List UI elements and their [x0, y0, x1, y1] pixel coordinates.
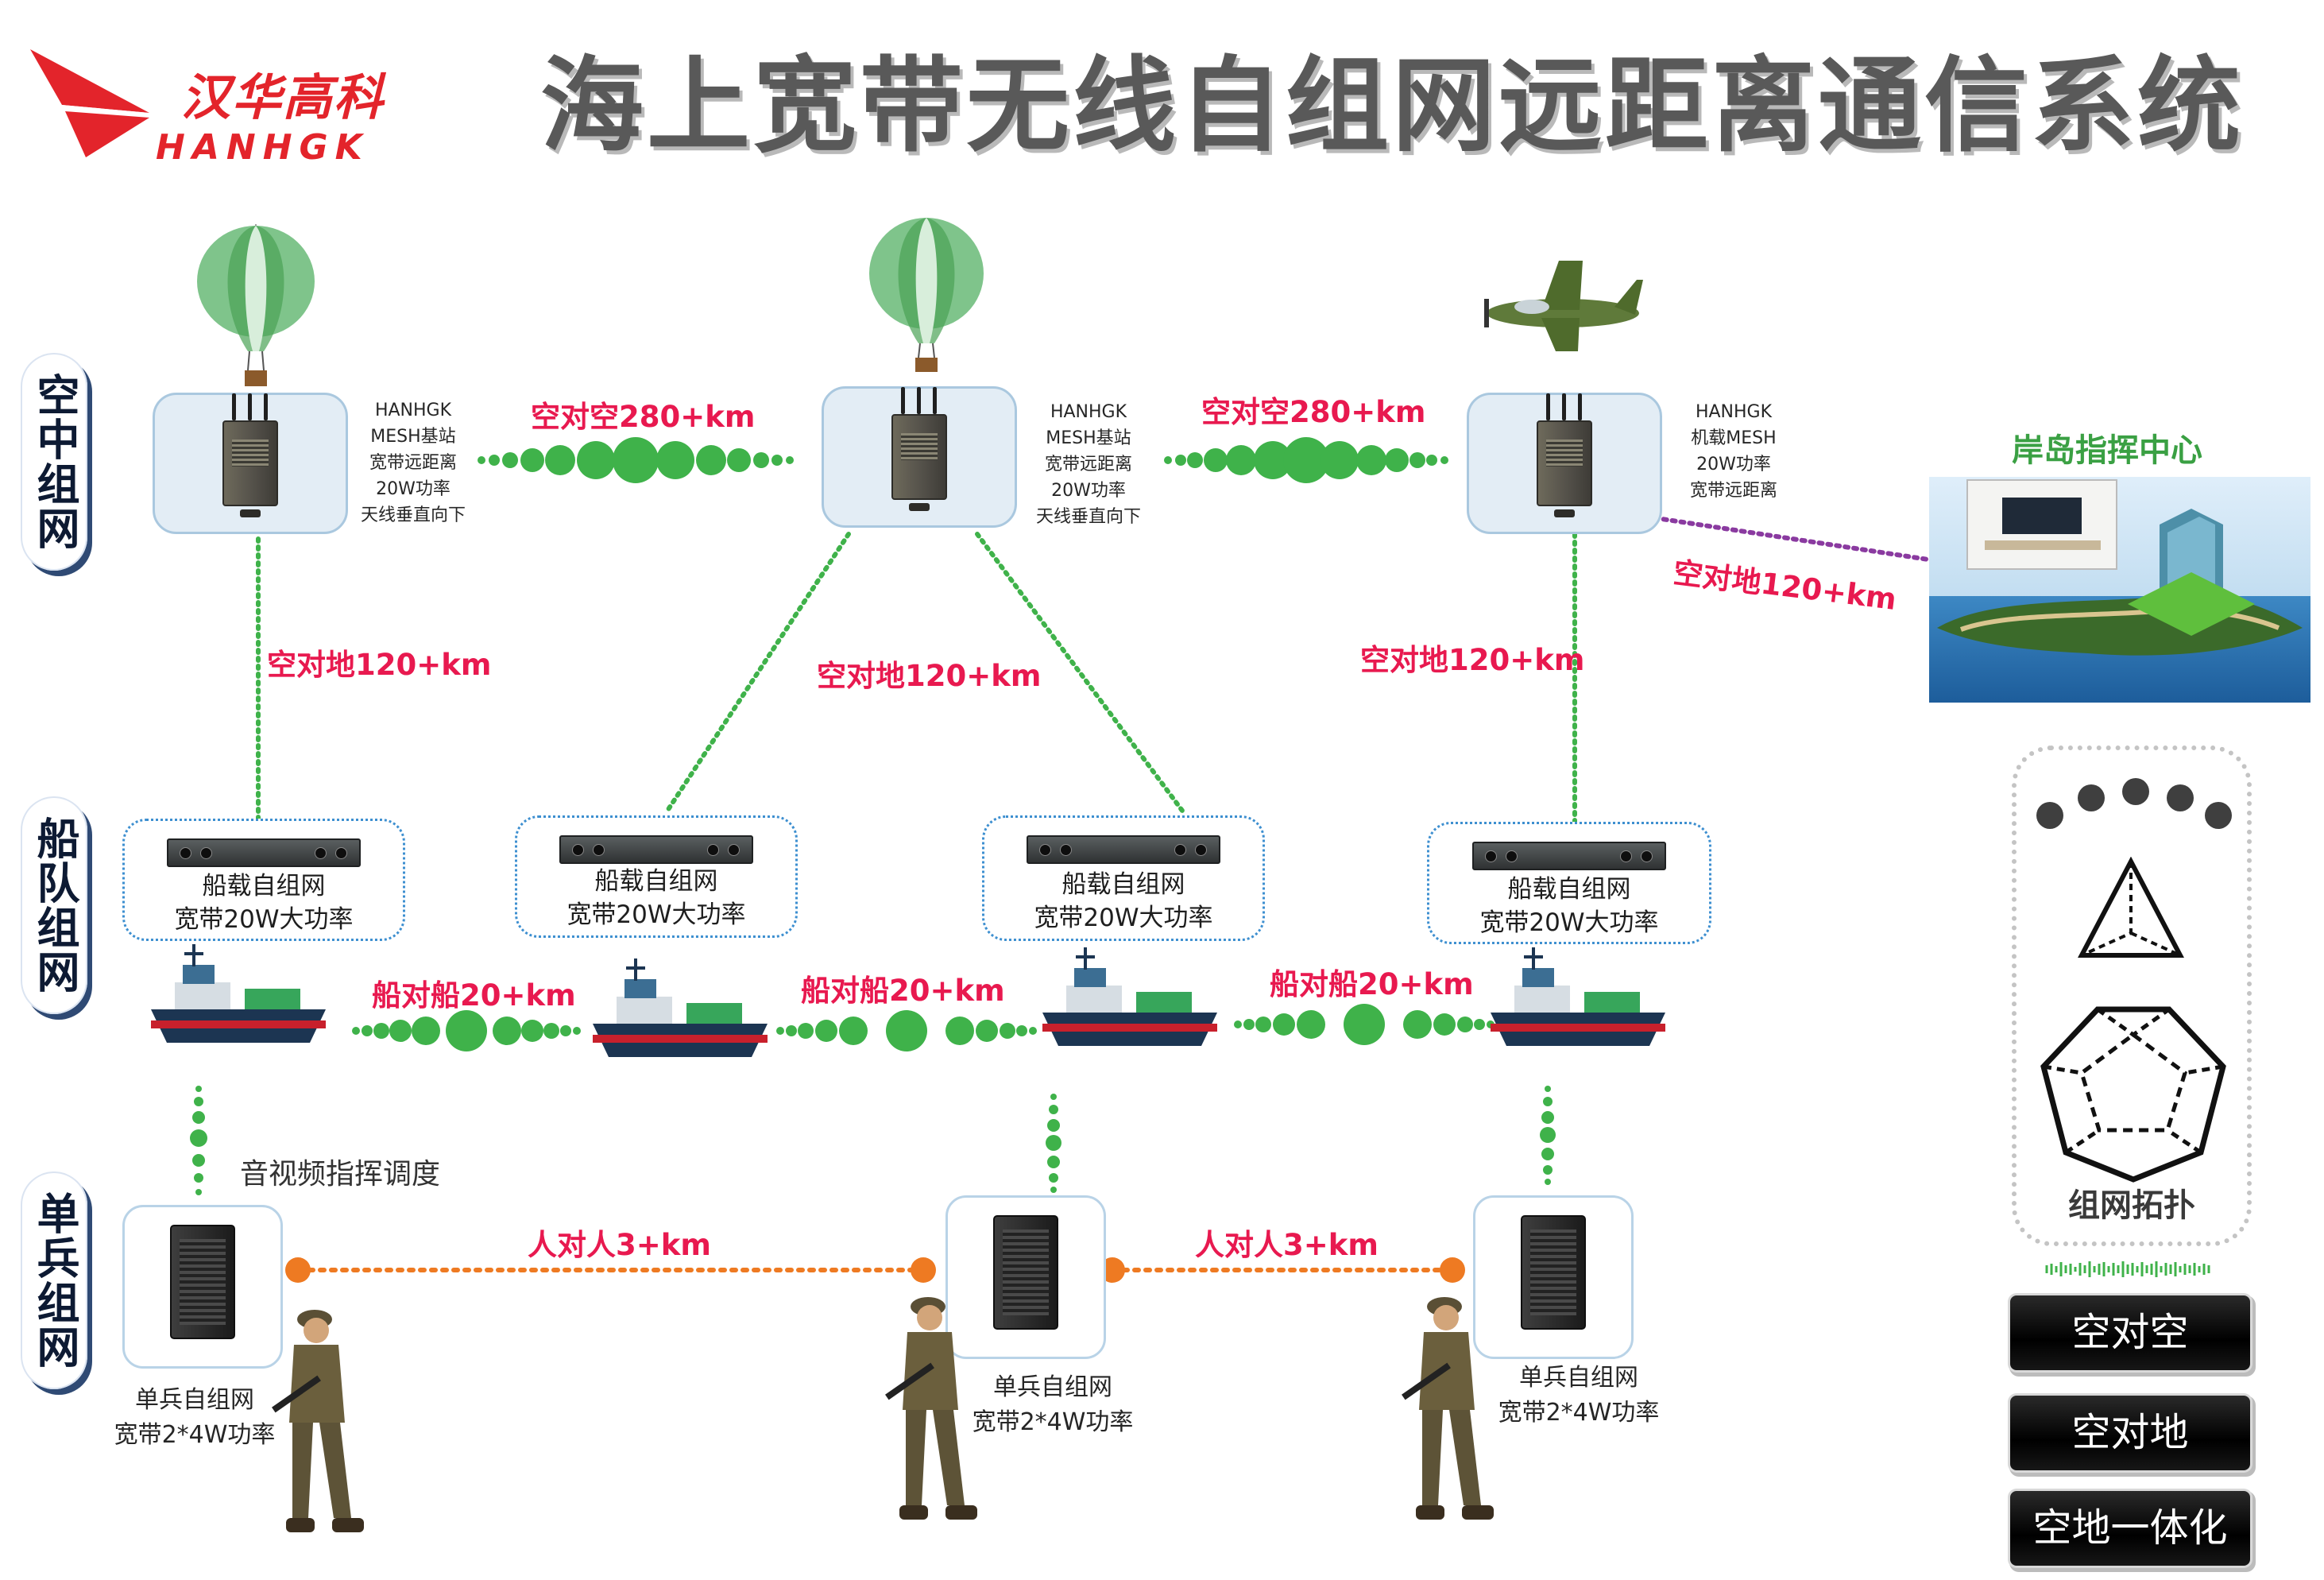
link-label-person-to-person-1: 人对人3+km [528, 1228, 711, 1262]
link-label-air-to-ground-2: 空对地120+km [817, 659, 1042, 693]
soldier-node-2-label: 单兵自组网宽带2*4W功率 [972, 1373, 1134, 1436]
mesh-link-vertical-2 [1046, 1094, 1061, 1193]
soldier-icon [885, 1297, 977, 1520]
ship-node-2[interactable]: 船载自组网 宽带20W大功率 [515, 815, 798, 938]
mesh-link-ship-1 [352, 1010, 581, 1051]
air-node-3[interactable] [1467, 393, 1662, 534]
section-air-label: 空中组网 [21, 353, 87, 571]
link-label-ship-to-ship-2: 船对船20+km [801, 974, 1005, 1008]
mesh-device-icon [1537, 393, 1592, 517]
link-label-ship-to-ship-3: 船对船20+km [1270, 967, 1474, 1001]
mesh-link-vertical-1 [190, 1086, 207, 1195]
link-label-person-to-person-2: 人对人3+km [1195, 1228, 1379, 1262]
air-node-1[interactable] [153, 393, 348, 534]
topology-panel: 组网拓扑 [2012, 745, 2252, 1246]
handheld-device-icon [170, 1225, 235, 1339]
soldier-icon [1402, 1297, 1494, 1520]
link-label-air-to-ground-1: 空对地120+km [267, 648, 492, 682]
ship-radio-icon [1027, 835, 1220, 864]
topology-label: 组网拓扑 [2068, 1187, 2195, 1224]
section-fleet-label: 船队组网 [21, 796, 87, 1014]
ship-node-3[interactable]: 船载自组网 宽带20W大功率 [982, 815, 1265, 941]
ship-radio-icon [559, 835, 753, 864]
polyhedron-topology-icon [2040, 1006, 2226, 1183]
mesh-device-icon [222, 393, 278, 517]
audio-video-command-label: 音视频指挥调度 [240, 1158, 441, 1191]
soldier-icon [272, 1310, 364, 1532]
mesh-link-air-1 [478, 437, 794, 483]
link-label-air-to-air-2: 空对空280+km [1201, 395, 1426, 429]
ship-icon [593, 958, 768, 1057]
legend-air-to-air-button[interactable]: 空对空 [2010, 1295, 2250, 1370]
balloon-icon [197, 224, 315, 386]
pyramid-topology-icon [2078, 857, 2184, 958]
link-label-air-to-ground-3: 空对地120+km [1360, 643, 1585, 677]
mesh-link-ship-3 [1234, 1004, 1495, 1045]
mesh-link-ship-2 [776, 1010, 1037, 1051]
handheld-device-icon [1521, 1215, 1586, 1330]
airplane-icon [1484, 261, 1643, 351]
ship-icon [151, 944, 326, 1043]
mesh-device-icon [891, 387, 947, 511]
ship-node-4[interactable]: 船载自组网 宽带20W大功率 [1427, 822, 1711, 944]
soldier-node-2[interactable] [945, 1195, 1106, 1359]
handheld-device-icon [993, 1215, 1058, 1330]
balloon-icon [869, 218, 984, 372]
ship-radio-icon [167, 838, 361, 867]
ship-radio-icon [1472, 842, 1666, 870]
mesh-chain-topology-icon [2036, 778, 2232, 829]
hanhgk-logo-icon [30, 49, 149, 157]
mesh-link-vertical-3 [1540, 1086, 1556, 1185]
ship-icon [1042, 947, 1217, 1046]
signal-wave-icon [2045, 1261, 2210, 1277]
legend-air-ground-integrated-button[interactable]: 空地一体化 [2010, 1491, 2250, 1566]
soldier-node-3-label: 单兵自组网宽带2*4W功率 [1498, 1364, 1660, 1427]
ship-node-1[interactable]: 船载自组网 宽带20W大功率 [122, 819, 405, 941]
soldier-node-3[interactable] [1473, 1195, 1634, 1359]
soldier-node-1-label: 单兵自组网宽带2*4W功率 [114, 1386, 276, 1449]
link-label-air-to-air-1: 空对空280+km [531, 400, 756, 434]
section-soldier-label: 单兵组网 [21, 1171, 87, 1389]
brand-name-en: HANHGK [156, 127, 369, 168]
link-label-ship-to-ship-1: 船对船20+km [372, 978, 576, 1013]
brand-name-cn: 汉华高科 [181, 68, 385, 126]
command-center-island-image [1929, 477, 2310, 703]
legend-air-to-ground-button[interactable]: 空对地 [2010, 1396, 2250, 1470]
ship-icon [1491, 947, 1665, 1046]
page-title: 海上宽带无线自组网远距离通信系统 [540, 45, 2245, 166]
air-node-2[interactable] [822, 386, 1017, 528]
soldier-node-1[interactable] [122, 1205, 283, 1369]
mesh-link-air-2 [1164, 437, 1448, 483]
command-center-title: 岸岛指挥中心 [2012, 432, 2202, 469]
